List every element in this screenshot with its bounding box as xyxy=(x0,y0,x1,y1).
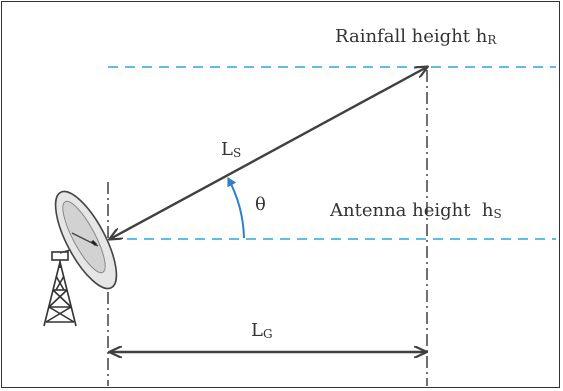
elevation-angle-label: θ xyxy=(255,194,266,215)
ground-distance-label: LG xyxy=(251,320,273,341)
rainfall-height-text: Rainfall height h xyxy=(335,26,488,47)
ground-distance-subscript: G xyxy=(262,327,273,341)
antenna-height-subscript: S xyxy=(493,207,502,221)
antenna-tower xyxy=(43,251,77,327)
dish-antenna-icon xyxy=(54,190,118,290)
elevation-angle-arc xyxy=(227,177,245,239)
slant-path-text: L xyxy=(221,139,233,160)
slant-path-arrow xyxy=(110,67,427,239)
antenna-height-text: Antenna height h xyxy=(330,200,494,221)
rainfall-height-subscript: R xyxy=(487,33,497,47)
antenna-height-label: Antenna height hS xyxy=(330,200,502,221)
rainfall-height-label: Rainfall height hR xyxy=(335,26,497,47)
ground-distance-text: L xyxy=(251,320,263,341)
slant-path-label: LS xyxy=(221,139,242,160)
slant-path-subscript: S xyxy=(232,146,242,160)
